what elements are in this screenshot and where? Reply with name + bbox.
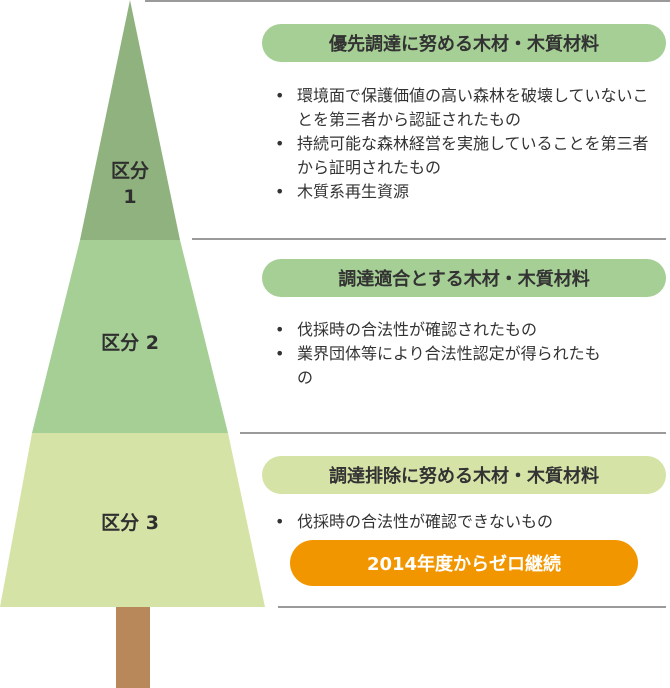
tier-2-label: 区分 2 <box>101 332 159 354</box>
list-item: •持続可能な森林経営を実施していることを第三者から証明されたもの <box>275 134 649 177</box>
divider-bottom <box>278 606 666 608</box>
divider-1-2 <box>192 238 666 240</box>
divider-2-3 <box>240 432 666 434</box>
tree-tier-3 <box>0 433 265 607</box>
list-item: •伐採時の合法性が確認されたもの <box>275 320 538 339</box>
tree-tier-2 <box>32 240 228 433</box>
tier-1-title-pill: 優先調達に努める木材・木質材料 <box>262 24 666 62</box>
list-item: •環境面で保護価値の高い森林を破壊していないことを第三者から認証されたもの <box>275 86 649 129</box>
tree-trunk <box>116 607 150 688</box>
tier-3-title-pill: 調達排除に努める木材・木質材料 <box>262 456 666 494</box>
divider-top <box>145 0 670 2</box>
list-item: •伐採時の合法性が確認できないもの <box>275 512 554 531</box>
tier-3-label: 区分 3 <box>101 512 159 534</box>
tier-1-bullet-list: •環境面で保護価値の高い森林を破壊していないことを第三者から認証されたもの •持… <box>275 84 660 204</box>
tier-3-bullet-list: •伐採時の合法性が確認できないもの <box>275 510 660 534</box>
tier-2-bullet-list: •伐採時の合法性が確認されたもの •業界団体等により合法性認定が得られたもの <box>275 318 605 390</box>
list-item: •業界団体等により合法性認定が得られたもの <box>275 344 601 387</box>
tier-1-label: 区分 1 <box>80 158 180 210</box>
tier-1-label-line1: 区分 <box>110 160 149 182</box>
tier-1-label-line2: 1 <box>123 186 137 208</box>
list-item: •木質系再生資源 <box>275 182 410 201</box>
zero-since-2014-badge: 2014年度からゼロ継続 <box>290 540 638 586</box>
tier-2-title-pill: 調達適合とする木材・木質材料 <box>262 259 666 297</box>
tree-tier-1 <box>80 0 180 240</box>
